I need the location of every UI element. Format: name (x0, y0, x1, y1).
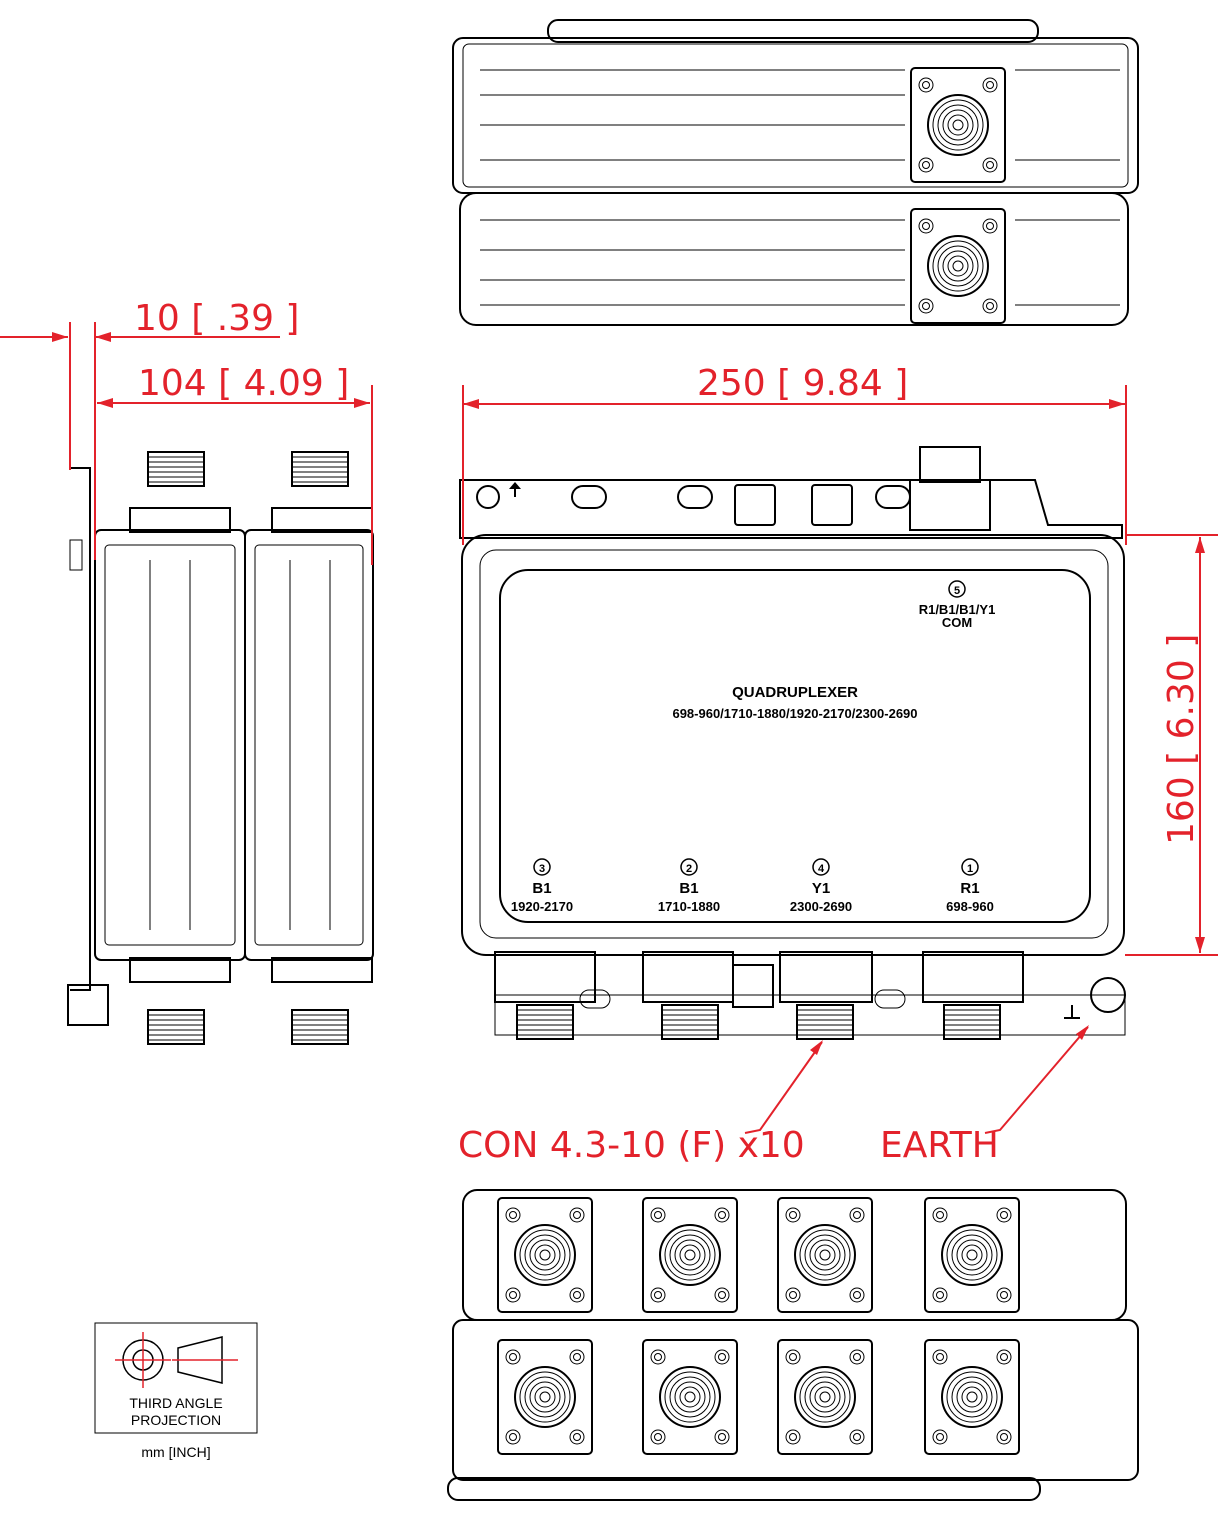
connector-callout: CON 4.3-10 (F) x10 (458, 1125, 805, 1166)
svg-text:4: 4 (818, 863, 825, 875)
svg-text:2300-2690: 2300-2690 (790, 899, 852, 914)
svg-text:COM: COM (942, 615, 972, 630)
dimension-depth: 104 [ 4.09 ] (138, 363, 349, 404)
earth-callout: EARTH (880, 1125, 999, 1166)
units-label: mm [INCH] (141, 1444, 210, 1460)
product-title: QUADRUPLEXER (732, 684, 858, 701)
top-view (452, 19, 1139, 326)
svg-text:B1: B1 (679, 880, 698, 897)
bottom-view (447, 1189, 1139, 1501)
dimension-lines (0, 322, 1218, 1134)
svg-text:B1: B1 (532, 880, 551, 897)
front-view (459, 446, 1126, 1040)
com-port-label: 5 R1/B1/B1/Y1 COM (919, 580, 996, 630)
svg-text:1920-2170: 1920-2170 (511, 899, 573, 914)
side-view (67, 451, 374, 1045)
svg-text:1710-1880: 1710-1880 (658, 899, 720, 914)
port-label-2: 2 B1 1710-1880 (658, 858, 720, 914)
svg-text:698-960: 698-960 (946, 899, 994, 914)
dimension-height: 160 [ 6.30 ] (1161, 634, 1202, 845)
svg-text:Y1: Y1 (812, 880, 830, 897)
svg-text:5: 5 (954, 585, 960, 597)
port-label-1: 1 R1 698-960 (946, 858, 994, 914)
product-bands: 698-960/1710-1880/1920-2170/2300-2690 (672, 706, 917, 721)
projection-line2: PROJECTION (131, 1412, 221, 1428)
projection-box: THIRD ANGLE PROJECTION (94, 1322, 258, 1434)
svg-text:R1/B1/B1/Y1: R1/B1/B1/Y1 (919, 602, 996, 617)
dimension-offset: 10 [ .39 ] (134, 298, 299, 339)
svg-text:3: 3 (539, 863, 545, 875)
port-label-4: 4 Y1 2300-2690 (790, 858, 852, 914)
svg-text:2: 2 (686, 863, 692, 875)
dimension-width: 250 [ 9.84 ] (697, 363, 908, 404)
port-label-3: 3 B1 1920-2170 (511, 858, 573, 914)
svg-text:1: 1 (967, 863, 973, 875)
projection-line1: THIRD ANGLE (129, 1395, 222, 1411)
svg-text:R1: R1 (960, 880, 979, 897)
